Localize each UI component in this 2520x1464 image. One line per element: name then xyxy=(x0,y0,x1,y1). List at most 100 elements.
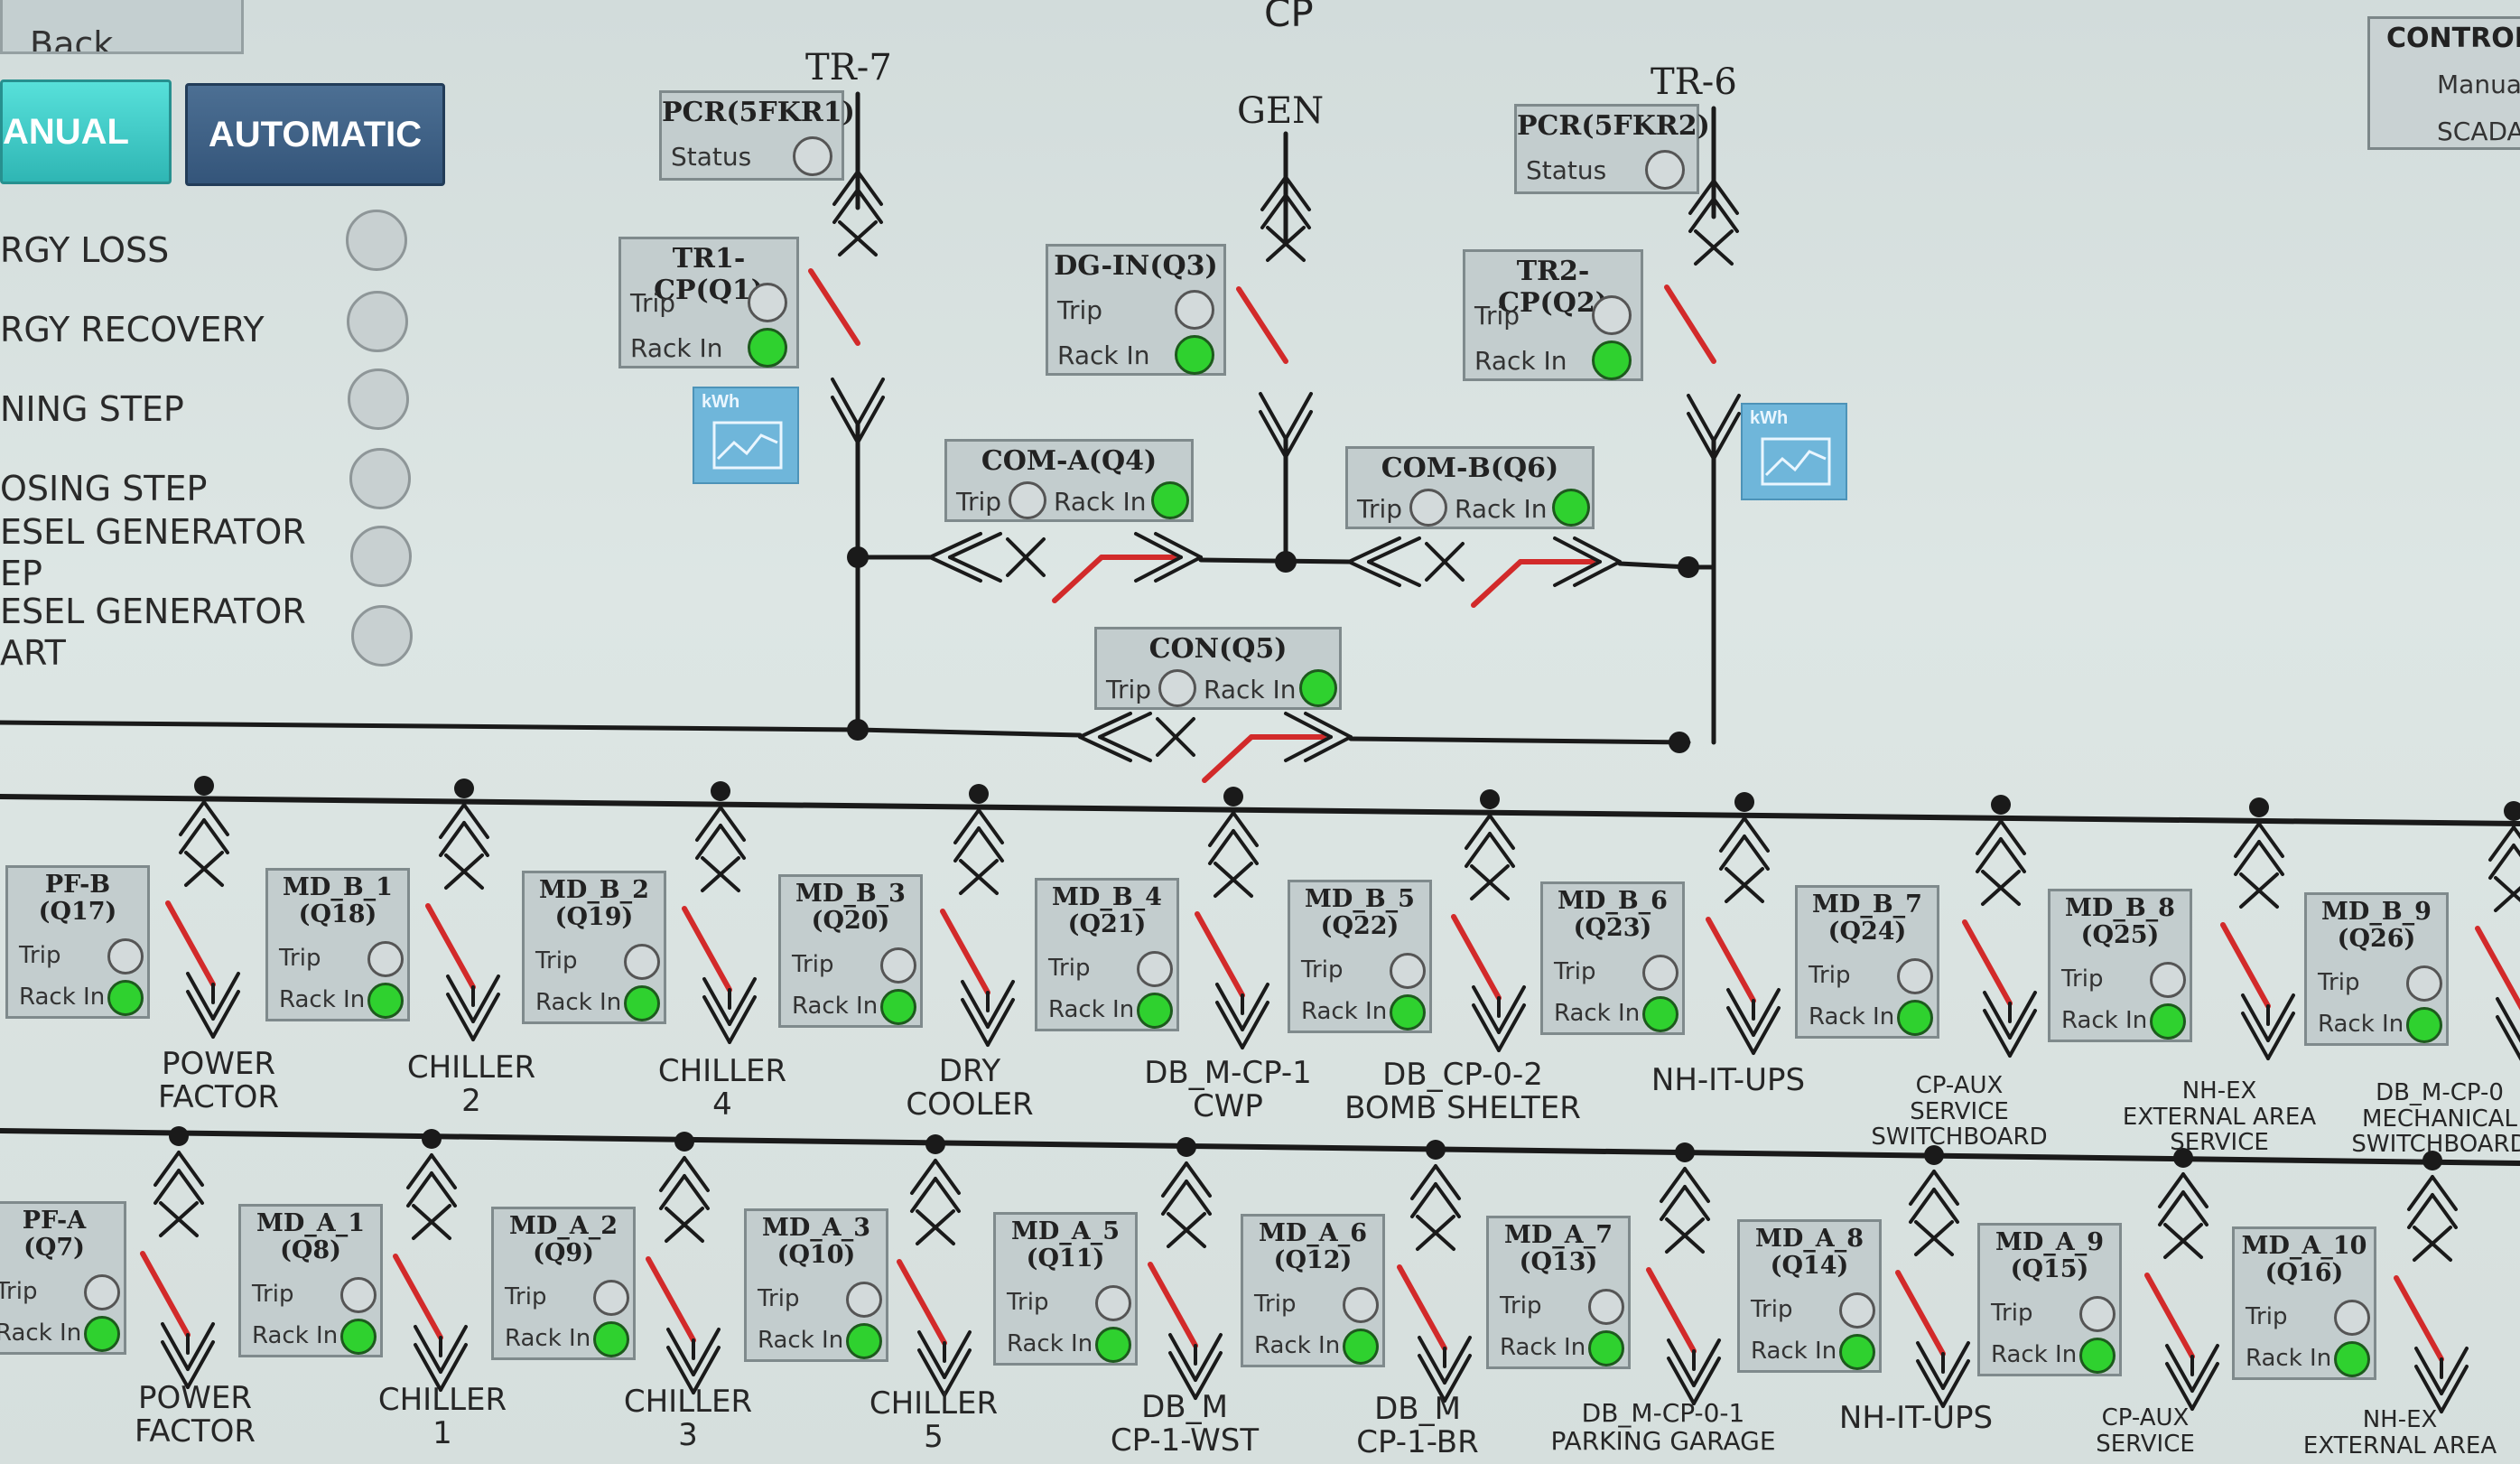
rack-in-lamp xyxy=(1390,994,1426,1030)
coupler-com-b-q6[interactable]: COM-B(Q6) Trip Rack In xyxy=(1345,446,1595,529)
feeder-title: MD_B_9(Q26) xyxy=(2307,899,2446,953)
feeder-title: MD_B_6(Q23) xyxy=(1543,888,1682,942)
feeder-id: (Q7) xyxy=(23,1234,85,1262)
pcr-status-label: Status xyxy=(671,142,752,172)
breaker-blade xyxy=(1706,917,1756,1003)
breaker-blade xyxy=(1962,919,2013,1006)
coupler-symbol xyxy=(1006,537,1046,577)
load-label: DB_M-CP-0-1 PARKING GARAGE xyxy=(1550,1398,1776,1456)
trip-label: Trip xyxy=(1007,1289,1049,1316)
disconnector-symbol xyxy=(1185,1161,1212,1198)
breaker-blade xyxy=(1471,559,1523,608)
kwh-meter-tr7[interactable]: kWh xyxy=(693,387,799,484)
disconnector-symbol xyxy=(2181,1190,2208,1226)
load-label: POWER FACTOR xyxy=(135,1380,256,1450)
manual-mode-button[interactable]: ANUAL xyxy=(0,79,172,184)
bus-node xyxy=(847,719,869,741)
feeder-id: (Q14) xyxy=(1770,1252,1849,1280)
breaker-title: DG-IN(Q3) xyxy=(1054,250,1218,282)
breaker-blade xyxy=(393,1254,443,1340)
feeder-name: MD_A_9 xyxy=(1995,1228,2105,1256)
disconnector-symbol xyxy=(683,1174,710,1210)
coupler-com-a-q4[interactable]: COM-A(Q4) Trip Rack In xyxy=(944,439,1194,522)
breaker-symbol xyxy=(1443,1336,1472,1385)
disconnector-symbol xyxy=(1185,1180,1212,1216)
breaker-symbol xyxy=(917,1330,946,1379)
bus-node xyxy=(1176,1137,1196,1157)
feeder-name: MD_A_6 xyxy=(1258,1219,1368,1247)
automatic-mode-button[interactable]: AUTOMATIC xyxy=(185,83,445,186)
trip-lamp xyxy=(1642,955,1678,991)
disconnector-symbol xyxy=(2407,1175,2434,1211)
wire xyxy=(1198,557,1352,564)
coupler-symbol xyxy=(1553,536,1602,564)
rack-in-lamp xyxy=(107,980,144,1016)
breaker-symbol xyxy=(211,990,240,1039)
feeder-id: (Q10) xyxy=(776,1241,856,1269)
breaker-symbol xyxy=(1712,412,1741,461)
disconnector-symbol xyxy=(2494,886,2520,912)
disconnector-symbol xyxy=(153,1169,181,1205)
breaker-symbol xyxy=(702,977,731,1026)
breaker-symbol xyxy=(2266,993,2295,1042)
rack-in-label: Rack In xyxy=(1500,1334,1586,1361)
coupler-con-q5[interactable]: CON(Q5) Trip Rack In xyxy=(1094,627,1342,710)
bus-node xyxy=(2173,1148,2193,1168)
disconnector-symbol xyxy=(934,1177,961,1213)
disconnector-symbol xyxy=(1660,1167,1687,1203)
breaker-tr2-cp-q2[interactable]: TR2-CP(Q2) Trip Rack In xyxy=(1463,249,1643,381)
load-label: CHILLER 5 xyxy=(869,1385,999,1456)
control-option-scada[interactable]: SCADA xyxy=(2437,117,2520,146)
rack-in-lamp xyxy=(1552,489,1590,527)
bus-node xyxy=(194,776,214,796)
disconnector-symbol xyxy=(439,821,466,857)
trip-lamp xyxy=(1343,1287,1379,1323)
breaker-tr1-cp-q1[interactable]: TR1-CP(Q1) Trip Rack In xyxy=(618,237,799,368)
rack-in-lamp xyxy=(624,985,660,1021)
feeder-title: MD_A_6(Q12) xyxy=(1243,1220,1382,1274)
breaker-symbol xyxy=(2414,1365,2443,1413)
bus-node xyxy=(1669,732,1690,753)
bus-node xyxy=(1678,556,1699,578)
control-option-manual[interactable]: Manua xyxy=(2437,70,2520,99)
breaker-title: TR1-CP(Q1) xyxy=(654,243,764,306)
coupler-symbol xyxy=(1284,712,1333,739)
rack-in-label: Rack In xyxy=(252,1322,339,1349)
breaker-symbol xyxy=(1687,412,1716,461)
trip-label: Trip xyxy=(1809,962,1851,989)
trip-lamp xyxy=(1009,481,1046,519)
disconnector-symbol xyxy=(2488,844,2515,880)
disconnector-symbol xyxy=(1434,1164,1461,1200)
coupler-title: COM-A(Q4) xyxy=(981,445,1158,477)
feeder-name: MD_B_8 xyxy=(2065,894,2175,922)
breaker-dg-in-q3[interactable]: DG-IN(Q3) Trip Rack In xyxy=(1046,244,1226,376)
coupler-symbol xyxy=(948,532,1002,559)
rack-in-lamp xyxy=(593,1321,629,1357)
load-label: NH-EX EXTERNAL AREA SERVICE xyxy=(2122,1077,2317,1157)
indicator-lamp xyxy=(350,526,412,587)
feeder-name: MD_A_10 xyxy=(2241,1232,2367,1260)
breaker-blade xyxy=(2144,1273,2195,1359)
back-button[interactable]: Back xyxy=(0,0,244,54)
kwh-meter-tr6[interactable]: kWh xyxy=(1741,403,1847,500)
